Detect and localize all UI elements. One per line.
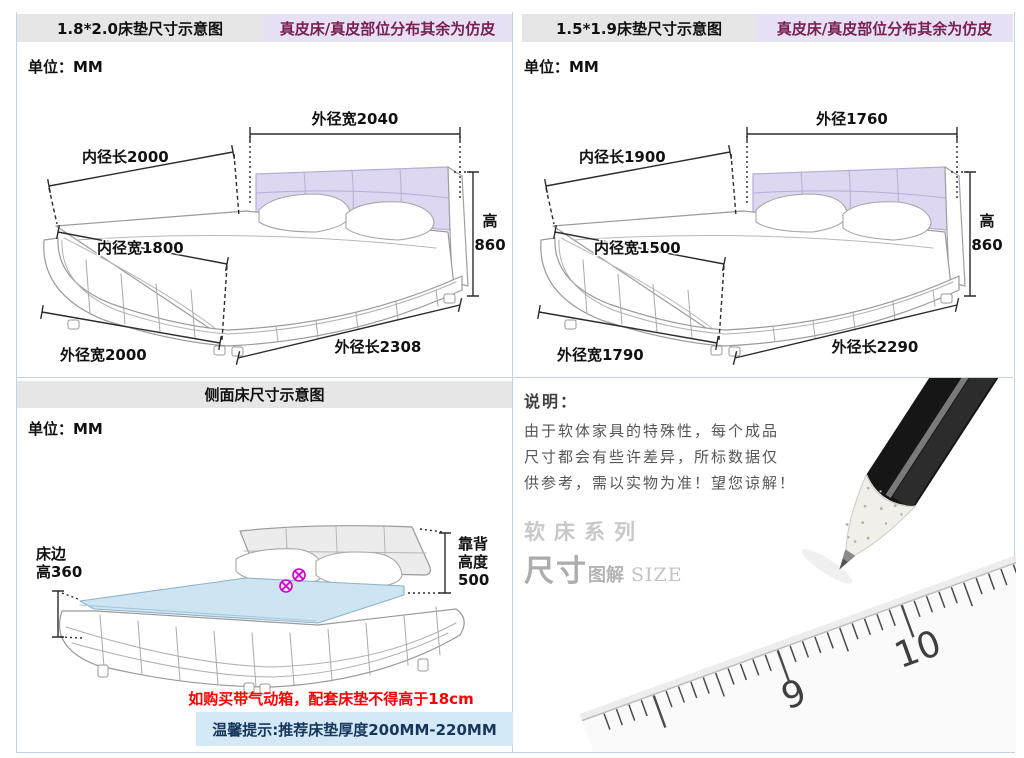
- back-height-label-1: 靠背: [458, 535, 488, 553]
- outer-width-bottom-label: 外径宽1790: [556, 346, 644, 364]
- edge-height-label-2: 高360: [36, 563, 82, 581]
- watermark-series: 软床系列: [524, 519, 644, 544]
- panel-bl-unit-label: 单位：MM: [28, 420, 103, 438]
- watermark-size-latin: SIZE: [631, 564, 683, 586]
- panel-tl-unit-label: 单位：MM: [28, 58, 103, 76]
- pencil-ruler-photo: 9 10 11: [579, 378, 1016, 752]
- outer-width-top-label: 外径1760: [815, 110, 888, 128]
- panel-tl-title: 1.8*2.0床垫尺寸示意图: [17, 14, 263, 42]
- back-height-label-3: 500: [458, 571, 489, 589]
- ruler: 9 10 11: [579, 440, 1016, 752]
- bed-size-diagram: 内径长2000 外径宽2040 内径宽1800 外径宽2000 外径长2308 …: [40, 109, 508, 366]
- panel-tr-title: 1.5*1.9床垫尺寸示意图: [522, 14, 756, 42]
- panel-bl-title: 侧面床尺寸示意图: [17, 381, 512, 408]
- height-value: 860: [971, 236, 1002, 254]
- airbox-warning-text: 如购买带气动箱，配套床垫不得高于18cm: [188, 690, 474, 708]
- height-label: 高: [482, 212, 497, 230]
- note-line: 尺寸都会有些许差异，所标数据仅: [524, 448, 780, 466]
- inner-length-label: 内径长1900: [579, 148, 666, 166]
- edge-height-label-1: 床边: [36, 545, 67, 563]
- dimension-labels: 内径长2000 外径宽2040 内径宽1800 外径宽2000 外径长2308 …: [58, 109, 508, 366]
- pencil: [801, 378, 1016, 584]
- panel-tr-unit-label: 单位：MM: [524, 58, 599, 76]
- dimension-lines: [40, 127, 479, 365]
- dimension-labels: 内径长1900 外径1760 内径宽1500 外径宽1790 外径长2290 高…: [555, 109, 1005, 366]
- height-label: 高: [979, 212, 994, 230]
- note-title: 说明：: [524, 392, 579, 411]
- pillow: [345, 201, 435, 241]
- bed-illustration: [540, 166, 966, 357]
- magenta-markers: [279, 568, 306, 593]
- side-mattress-blue: [79, 577, 405, 624]
- panel-tr-subtitle: 真皮床/真皮部位分布其余为仿皮: [756, 14, 1013, 42]
- side-bed-feet: [97, 658, 429, 695]
- outer-length-label: 外径长2290: [831, 338, 919, 356]
- side-bed-illustration: [58, 525, 465, 695]
- bed-size-diagram: 内径长1900 外径1760 内径宽1500 外径宽1790 外径长2290 高…: [537, 109, 1005, 366]
- watermark-size-small: 图解: [588, 565, 624, 586]
- pencil-wood: [845, 473, 917, 557]
- inner-length-label: 内径长2000: [82, 148, 169, 166]
- vertical-divider: [512, 12, 513, 752]
- horizontal-divider: [16, 377, 1013, 378]
- note-line: 供参考，需以实物为准！望您谅解！: [524, 474, 797, 492]
- bed-diagram-1820: 内径长2000 外径宽2040 内径宽1800 外径宽2000 外径长2308 …: [16, 90, 512, 376]
- outer-width-bottom-label: 外径宽2000: [59, 346, 147, 364]
- inner-width-label: 内径宽1500: [594, 239, 681, 257]
- outer-width-top-label: 外径宽2040: [311, 110, 399, 128]
- watermark-size-big: 尺寸: [524, 554, 588, 589]
- side-view-bed-diagram: 床边 高360 靠背 高度 500: [35, 525, 491, 695]
- watermark-size: 尺寸 图解 SIZE: [524, 546, 683, 590]
- bed-feet: [67, 293, 456, 357]
- side-dimension-labels: 床边 高360 靠背 高度 500: [35, 534, 491, 591]
- mattress-thickness-tip: 温馨提示:推荐床垫厚度200MM-220MM: [196, 712, 513, 746]
- pillow: [842, 201, 932, 241]
- dimension-lines: [537, 127, 976, 365]
- bed-illustration: [43, 166, 469, 357]
- panel-tl-subtitle: 真皮床/真皮部位分布其余为仿皮: [263, 14, 512, 42]
- bed-diagram-1519: 内径长1900 外径1760 内径宽1500 外径宽1790 外径长2290 高…: [513, 90, 1009, 376]
- side-dimension-lines: [52, 528, 451, 639]
- ruler-ticks: [603, 564, 1016, 730]
- wood-speckles: [845, 486, 903, 543]
- height-value: 860: [474, 236, 505, 254]
- note-line: 由于软体家具的特殊性，每个成品: [524, 422, 780, 440]
- back-height-label-2: 高度: [458, 553, 489, 571]
- inner-width-label: 内径宽1800: [97, 239, 184, 257]
- outer-length-label: 外径长2308: [334, 338, 422, 356]
- side-frame: [58, 608, 465, 688]
